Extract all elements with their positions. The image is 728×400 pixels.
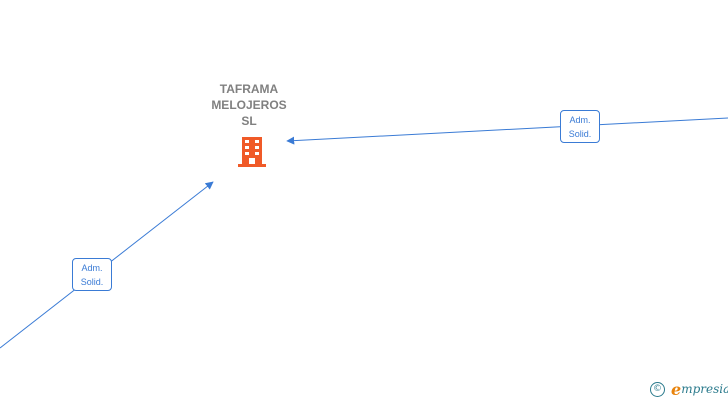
company-name-line: SL: [241, 114, 257, 128]
brand-first-letter: e: [671, 379, 682, 399]
copyright-icon: ©: [650, 381, 665, 397]
company-name[interactable]: TAFRAMA MELOJEROS SL: [190, 81, 308, 129]
company-name-line: TAFRAMA: [219, 82, 279, 96]
company-name-line: MELOJEROS: [211, 98, 287, 112]
relation-label-line: Solid.: [568, 129, 592, 139]
relation-label-line: Adm.: [81, 263, 103, 273]
building-icon[interactable]: [235, 134, 269, 168]
brand-name: mpresia: [681, 382, 728, 396]
brand-logo: © e mpresia: [650, 379, 728, 399]
relation-label-line: Solid.: [80, 277, 104, 287]
relation-label-right[interactable]: Adm. Solid.: [560, 110, 600, 143]
relation-label-left[interactable]: Adm. Solid.: [72, 258, 112, 291]
relation-label-line: Adm.: [569, 115, 591, 125]
edge-right-to-company: [286, 117, 728, 145]
